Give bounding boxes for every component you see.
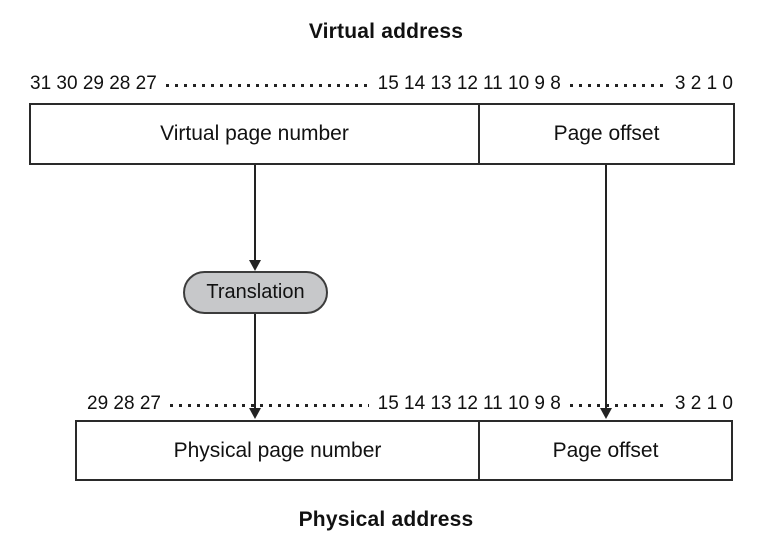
physical-bit-row: 29 28 27 15 14 13 12 11 10 9 8 3 2 1 0 — [87, 392, 733, 416]
physical-high-bits: 29 28 27 — [87, 393, 161, 414]
physical-address-box: Physical page number Page offset — [75, 420, 733, 481]
virtual-page-offset-cell: Page offset — [478, 105, 733, 163]
page-offset-line — [605, 165, 607, 409]
physical-bit-row-right: 11 10 9 8 3 2 1 0 — [478, 392, 733, 416]
physical-page-offset-label: Page offset — [552, 438, 659, 462]
physical-mid-right-bits: 11 10 9 8 — [483, 393, 561, 414]
dot-leader — [569, 83, 666, 87]
translation-label: Translation — [206, 281, 305, 303]
virtual-page-number-cell: Virtual page number — [31, 105, 478, 163]
physical-mid-left-bits: 15 14 13 12 — [377, 393, 478, 414]
virtual-bit-row-right: 11 10 9 8 3 2 1 0 — [478, 72, 733, 96]
physical-low-bits: 3 2 1 0 — [674, 393, 733, 414]
dot-leader — [165, 83, 369, 87]
virtual-mid-right-bits: 11 10 9 8 — [483, 73, 561, 94]
translation-to-physical-line — [254, 314, 256, 409]
dot-leader — [169, 403, 369, 407]
virtual-low-bits: 3 2 1 0 — [674, 73, 733, 94]
translation-bubble: Translation — [183, 271, 328, 314]
physical-bit-row-left: 29 28 27 15 14 13 12 — [87, 392, 478, 416]
virtual-address-title: Virtual address — [308, 20, 464, 43]
physical-page-offset-cell: Page offset — [478, 422, 731, 479]
virtual-bit-row-left: 31 30 29 28 27 15 14 13 12 — [30, 72, 478, 96]
page-offset-arrowhead — [600, 408, 612, 419]
vpn-to-translation-line — [254, 165, 256, 261]
virtual-high-bits: 31 30 29 28 27 — [30, 73, 157, 94]
dot-leader — [569, 403, 666, 407]
virtual-page-number-label: Virtual page number — [160, 122, 349, 145]
vpn-to-translation-arrowhead — [249, 260, 261, 271]
virtual-bit-row: 31 30 29 28 27 15 14 13 12 11 10 9 8 3 2… — [30, 72, 733, 96]
physical-page-number-cell: Physical page number — [77, 422, 478, 479]
virtual-address-box: Virtual page number Page offset — [29, 103, 735, 165]
physical-page-number-label: Physical page number — [173, 438, 382, 462]
translation-to-physical-arrowhead — [249, 408, 261, 419]
physical-address-title: Physical address — [298, 508, 474, 531]
virtual-page-offset-label: Page offset — [553, 122, 660, 145]
virtual-mid-left-bits: 15 14 13 12 — [377, 73, 478, 94]
